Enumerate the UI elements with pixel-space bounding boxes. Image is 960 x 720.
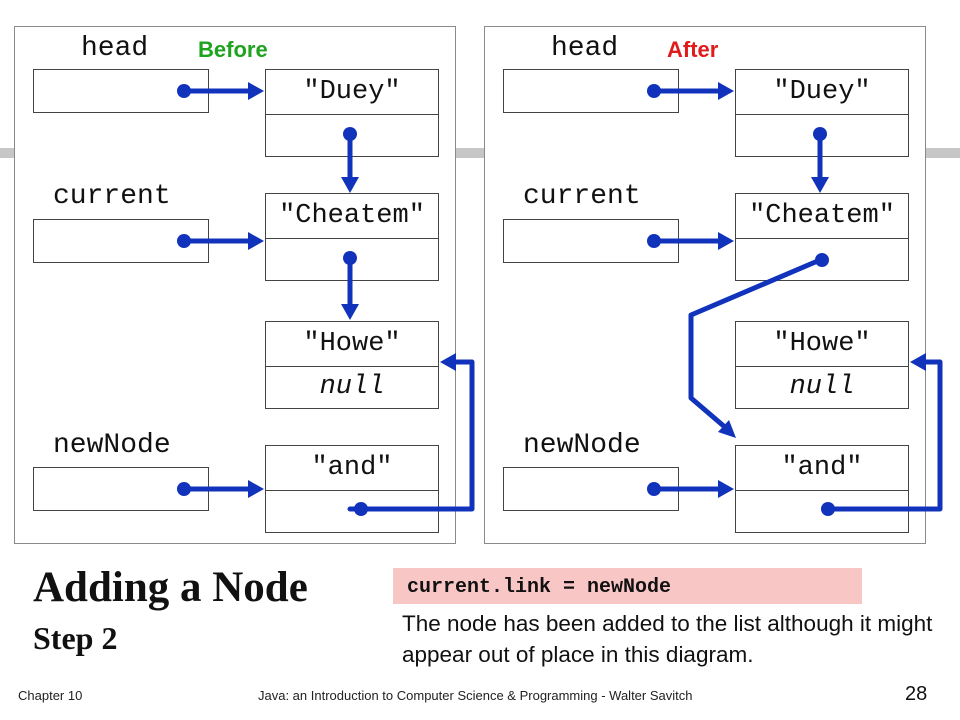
node-data: "and"	[736, 446, 908, 491]
node-data: "Howe"	[266, 322, 438, 367]
newnode-variable-box	[503, 467, 679, 511]
node-duey: "Duey"	[735, 69, 909, 157]
node-link	[736, 491, 908, 533]
node-data: "Duey"	[736, 70, 908, 115]
node-link	[266, 239, 438, 281]
node-link	[736, 115, 908, 157]
node-link: null	[319, 372, 385, 402]
before-tag: Before	[198, 37, 268, 62]
page-number: 28	[905, 683, 928, 705]
before-panel: head Before "Duey" current "Cheatem" "Ho…	[14, 26, 456, 544]
code-statement: current.link = newNode	[407, 576, 672, 599]
node-duey: "Duey"	[265, 69, 439, 157]
current-label: current	[523, 181, 641, 212]
description-text: The node has been added to the list alth…	[402, 611, 933, 667]
head-variable-box	[503, 69, 679, 113]
slide-subtitle: Step 2	[33, 620, 118, 656]
head-label: head	[81, 33, 149, 64]
node-cheatem: "Cheatem"	[735, 193, 909, 281]
slide-decoration-line	[0, 148, 960, 158]
node-howe: "Howe" null	[265, 321, 439, 409]
head-label: head	[551, 33, 619, 64]
node-data: "Howe"	[736, 322, 908, 367]
node-howe: "Howe" null	[735, 321, 909, 409]
current-variable-box	[503, 219, 679, 263]
node-link	[266, 115, 438, 157]
node-cheatem: "Cheatem"	[265, 193, 439, 281]
newnode-label: newNode	[53, 430, 171, 461]
node-data: "and"	[266, 446, 438, 491]
node-data: "Cheatem"	[736, 194, 908, 239]
footer-book: Java: an Introduction to Computer Scienc…	[258, 688, 693, 703]
node-link	[736, 239, 908, 281]
node-and: "and"	[265, 445, 439, 533]
current-variable-box	[33, 219, 209, 263]
node-link	[266, 491, 438, 533]
footer-chapter: Chapter 10	[18, 688, 83, 703]
current-label: current	[53, 181, 171, 212]
node-and: "and"	[735, 445, 909, 533]
newnode-label: newNode	[523, 430, 641, 461]
node-data: "Cheatem"	[266, 194, 438, 239]
node-data: "Duey"	[266, 70, 438, 115]
after-panel: head After "Duey" current "Cheatem" "How…	[484, 26, 926, 544]
slide-title: Adding a Node	[33, 564, 308, 611]
newnode-variable-box	[33, 467, 209, 511]
code-highlight: current.link = newNode	[393, 568, 862, 604]
node-link: null	[789, 372, 855, 402]
after-tag: After	[667, 37, 719, 62]
head-variable-box	[33, 69, 209, 113]
